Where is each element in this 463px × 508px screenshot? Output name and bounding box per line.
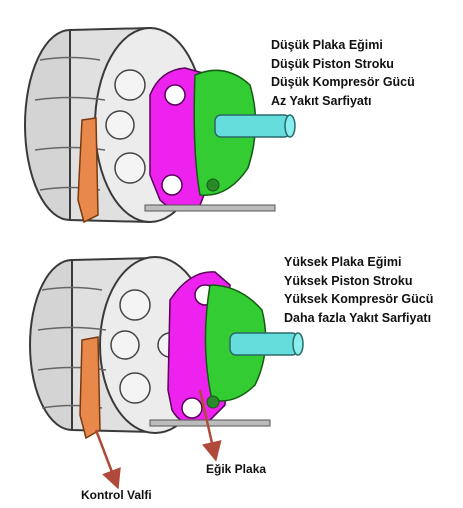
caption-line: Yüksek Plaka Eğimi [284, 255, 402, 269]
arrow-swash-plate [198, 389, 222, 462]
control-valve-label: Kontrol Valfi [81, 488, 152, 502]
caption-line: Daha fazla Yakıt Sarfiyatı [284, 310, 432, 325]
caption-line: Düşük Kompresör Gücü [271, 75, 415, 89]
compressor-high-angle [29, 256, 304, 440]
swash-plate-label: Eğik Plaka [206, 462, 267, 476]
caption-line: Yüksek Kompresör Gücü [284, 292, 434, 306]
caption-line: Az Yakıt Sarfiyatı [271, 93, 372, 108]
control-valve-top [77, 117, 99, 224]
control-valve-bottom [79, 336, 101, 440]
high-angle-caption: Yüksek Plaka Eğimi Yüksek Piston Stroku … [284, 253, 433, 327]
shaft-bottom [229, 332, 299, 356]
compressor-low-angle [24, 26, 296, 224]
caption-line: Düşük Piston Stroku [271, 56, 394, 71]
arrow-control-valve [94, 429, 121, 490]
caption-line: Yüksek Piston Stroku [284, 273, 413, 288]
shaft-top [214, 114, 291, 138]
caption-line: Düşük Plaka Eğimi [271, 38, 383, 52]
low-angle-caption: Düşük Plaka Eğimi Düşük Piston Stroku Dü… [271, 36, 415, 110]
